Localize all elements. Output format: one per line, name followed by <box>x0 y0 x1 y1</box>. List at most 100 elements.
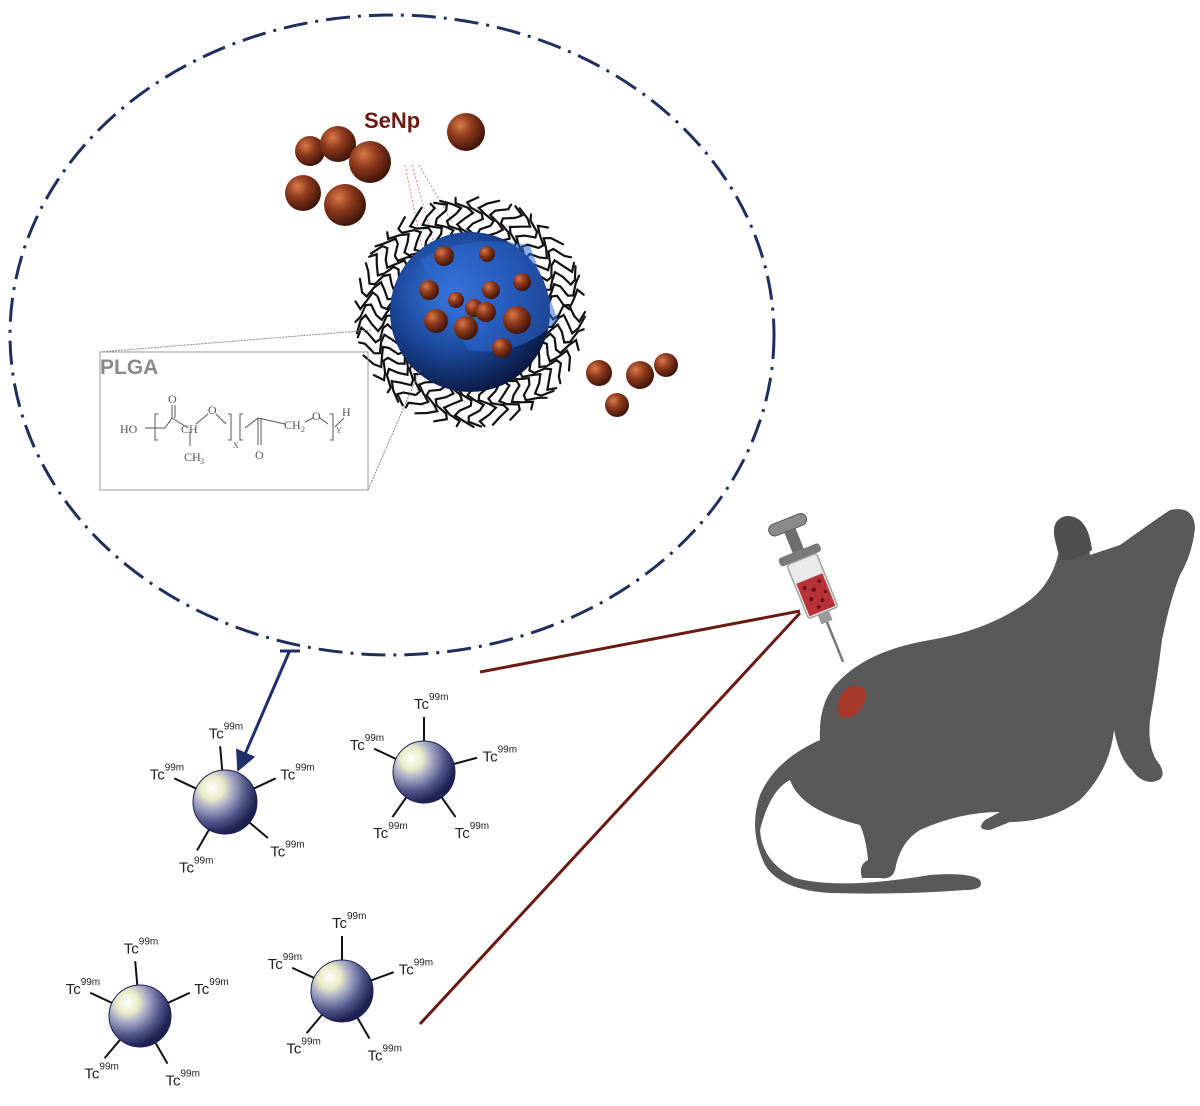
plga-callout: PLGA HO O CH O CH <box>99 329 421 491</box>
polymer-chain <box>358 333 401 355</box>
polymer-chain <box>354 290 394 312</box>
tc99m-label: Tc99m <box>373 821 407 842</box>
linker-stick <box>391 793 410 818</box>
polymer-chain <box>390 363 415 403</box>
polymer-chain <box>374 237 417 263</box>
polymer-chain <box>372 353 406 382</box>
polymer-chain <box>530 247 573 272</box>
svg-text:CH: CH <box>181 422 198 436</box>
linker-stick <box>89 991 116 1006</box>
linker-stick <box>245 819 269 839</box>
nanoparticle-sphere <box>108 984 172 1048</box>
polymer-chain <box>543 265 577 291</box>
polymer-chain <box>546 287 585 311</box>
tc99m-label: Tc99m <box>84 1061 118 1082</box>
tc99m-label: Tc99m <box>194 977 228 998</box>
polymer-chain <box>546 274 581 302</box>
tc99m-label: Tc99m <box>166 1069 200 1090</box>
polymer-chain <box>537 348 563 385</box>
polymer-corona <box>354 196 587 428</box>
connector-line-bottom <box>418 611 802 1026</box>
tc99m-label: Tc99m <box>455 821 489 842</box>
linker-stick <box>164 991 191 1006</box>
polymer-chain <box>364 262 396 293</box>
tc99m-label: Tc99m <box>332 911 366 932</box>
polymer-chain <box>540 341 572 372</box>
plga-structure-box <box>99 351 369 491</box>
tc99m-label: Tc99m <box>368 1044 402 1065</box>
polymer-chain <box>477 387 498 428</box>
magnification-ellipse <box>8 13 776 657</box>
svg-text:O: O <box>312 409 321 423</box>
free-se-nanoparticles-top <box>285 113 485 226</box>
polymer-chain <box>476 199 501 236</box>
polymer-chain <box>439 199 465 236</box>
connector-line-top <box>479 609 801 674</box>
tc99m-labeled-nanoparticles: Tc99mTc99mTc99mTc99mTc99mTc99mTc99mTc99m… <box>66 692 517 1090</box>
svg-text:O: O <box>168 392 177 406</box>
tc99m-label: Tc99m <box>414 692 448 713</box>
polymer-chain <box>537 258 576 282</box>
plga-nanoparticle <box>354 196 587 428</box>
rat-silhouette <box>755 509 1195 894</box>
linker-stick <box>438 793 457 818</box>
plga-chemical-structure <box>145 405 345 446</box>
svg-text:O: O <box>255 448 264 462</box>
linker-stick <box>367 971 395 983</box>
polymer-chain <box>465 388 486 428</box>
polymer-chain <box>497 380 521 421</box>
linker-stick <box>152 1038 169 1065</box>
polymer-chain <box>508 207 532 249</box>
polymer-chain <box>362 345 405 369</box>
tc99m-label: Tc99m <box>483 745 517 766</box>
linker-stick <box>173 777 201 792</box>
polymer-chain <box>486 383 510 426</box>
linker-stick <box>196 825 212 851</box>
tc99m-label: Tc99m <box>124 936 158 957</box>
svg-text:Y: Y <box>336 426 342 435</box>
polymer-chain <box>453 388 475 428</box>
linker-stick <box>219 746 224 775</box>
svg-text:3: 3 <box>200 457 204 466</box>
polymer-chain <box>499 205 524 242</box>
svg-text:2: 2 <box>301 425 305 434</box>
polymer-chain <box>356 322 396 344</box>
svg-text:H: H <box>342 405 351 419</box>
polymer-chain <box>509 376 548 402</box>
tc99m-label: Tc99m <box>399 958 433 979</box>
polymer-chain <box>404 380 437 409</box>
polymer-chain <box>519 370 555 397</box>
linker-stick <box>134 961 139 990</box>
svg-text:CH: CH <box>184 450 201 464</box>
tc99m-label: Tc99m <box>209 721 243 742</box>
polymer-chain <box>369 244 409 270</box>
svg-text:X: X <box>233 441 239 450</box>
polymer-chain <box>442 386 464 428</box>
plga-label: PLGA <box>100 356 158 379</box>
polymer-chain <box>454 196 475 236</box>
free-se-nanoparticles-right <box>586 353 678 417</box>
linker-stick <box>103 1036 124 1059</box>
tc99m-label: Tc99m <box>270 839 304 860</box>
tc99m-label: Tc99m <box>179 855 213 876</box>
polymer-chain <box>354 303 394 323</box>
svg-text:CH: CH <box>284 418 301 432</box>
svg-text:HO: HO <box>120 422 138 436</box>
polymer-chain <box>433 386 455 423</box>
polymer-chain <box>505 379 535 411</box>
polymer-chain <box>414 384 447 415</box>
polymer-chain <box>386 231 421 257</box>
senp-label: SeNp <box>364 108 420 133</box>
polymer-chain <box>408 206 433 250</box>
polymer-chain <box>465 196 485 236</box>
polymer-chain <box>421 202 443 244</box>
linker-stick <box>291 966 318 981</box>
nanoparticle-sphere <box>310 959 374 1023</box>
linker-stick <box>249 777 277 792</box>
polymer-chain <box>385 356 410 394</box>
